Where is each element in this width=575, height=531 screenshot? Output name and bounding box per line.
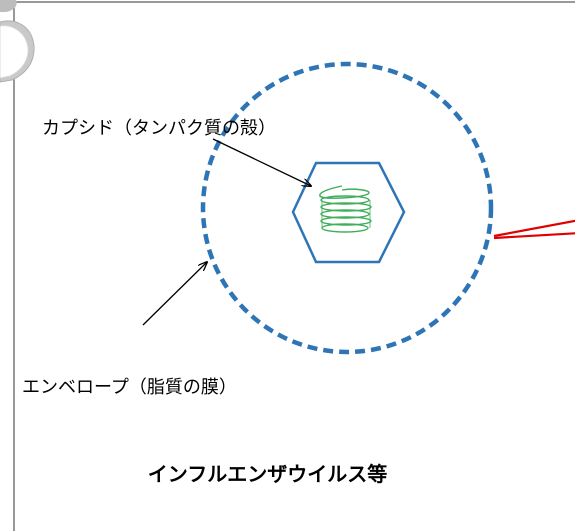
envelope-circle bbox=[200, 61, 494, 355]
corner-decoration bbox=[0, 0, 35, 83]
callout-lines bbox=[493, 219, 575, 240]
virus-caption: インフルエンザウイルス等 bbox=[147, 462, 388, 486]
genome-coil-icon bbox=[319, 185, 372, 233]
capsid-hexagon bbox=[291, 161, 406, 264]
envelope-label: エンベロープ（脂質の膜） bbox=[22, 377, 237, 398]
capsid-arrow bbox=[212, 138, 311, 186]
envelope-arrow bbox=[142, 262, 207, 326]
capsid-label: カプシド（タンパク質の殻） bbox=[42, 118, 276, 139]
panel-frame bbox=[13, 1, 575, 531]
